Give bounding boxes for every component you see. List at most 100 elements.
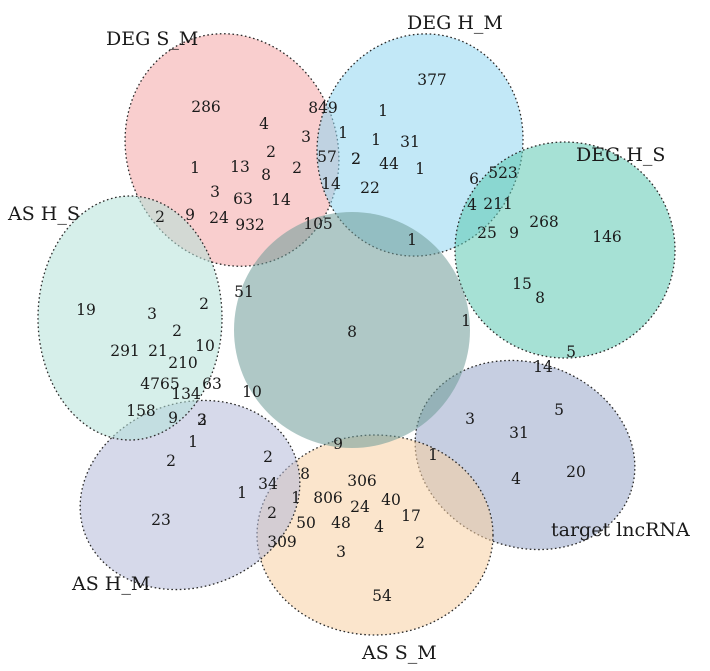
set-label-as-h-m: AS H_M [71, 573, 150, 595]
region-count: 1 [378, 102, 388, 120]
region-count: 158 [126, 402, 156, 420]
region-count: 1 [407, 231, 417, 249]
region-count: 134 [171, 385, 201, 403]
region-count: 306 [347, 472, 377, 490]
region-count: 2 [197, 411, 207, 429]
region-count: 1 [428, 446, 438, 464]
region-count: 4 [467, 196, 477, 214]
region-count: 63 [202, 375, 222, 393]
region-count: 1 [190, 159, 200, 177]
region-count: 10 [195, 337, 215, 355]
region-count: 21 [148, 342, 168, 360]
region-count: 2 [266, 143, 276, 161]
region-count: 286 [191, 98, 221, 116]
region-count: 54 [372, 587, 392, 605]
region-count: 8 [300, 465, 310, 483]
region-count: 23 [151, 511, 171, 529]
region-count: 3 [147, 305, 157, 323]
region-count: 13 [230, 158, 250, 176]
region-count: 3 [336, 543, 346, 561]
region-count: 1 [188, 433, 198, 451]
set-labels: DEG S_M DEG H_M DEG H_S target lncRNA AS… [7, 12, 690, 664]
region-count: 8 [261, 166, 271, 184]
set-petal-2 [454, 141, 676, 359]
set-petals [37, 33, 676, 636]
set-petal-4 [256, 434, 494, 636]
region-count: 2 [199, 295, 209, 313]
region-count: 268 [529, 213, 559, 231]
region-count: 210 [168, 354, 198, 372]
region-count: 14 [271, 191, 291, 209]
region-count: 5 [566, 343, 576, 361]
region-count: 4 [511, 470, 521, 488]
region-count: 14 [533, 358, 553, 376]
region-count: 849 [308, 99, 338, 117]
region-count: 57 [317, 148, 337, 166]
set-label-deg-h-s: DEG H_S [576, 144, 665, 166]
region-count: 4765 [140, 375, 179, 393]
region-count: 51 [234, 283, 254, 301]
region-count: 14 [321, 175, 341, 193]
region-count: 10 [242, 383, 262, 401]
region-count: 15 [512, 275, 532, 293]
region-count: 2 [263, 448, 273, 466]
region-count: 2 [172, 322, 182, 340]
region-count: 22 [360, 179, 380, 197]
region-count: 31 [400, 133, 420, 151]
region-count: 20 [566, 463, 586, 481]
region-count: 1 [371, 131, 381, 149]
region-count: 291 [110, 342, 140, 360]
region-count: 2 [155, 208, 165, 226]
region-count: 34 [258, 475, 278, 493]
count-center: 8 [347, 323, 357, 341]
region-count: 523 [488, 164, 518, 182]
region-count: 19 [76, 301, 96, 319]
region-count: 9 [509, 224, 519, 242]
region-count: 146 [592, 228, 622, 246]
region-count: 24 [350, 498, 370, 516]
region-count: 1 [461, 312, 471, 330]
region-count: 6 [469, 170, 479, 188]
region-count: 1 [415, 160, 425, 178]
region-count: 309 [267, 533, 297, 551]
region-count: 9 [168, 409, 178, 427]
region-count: 932 [235, 216, 265, 234]
region-count: 1 [291, 489, 301, 507]
set-label-target-lncrna: target lncRNA [551, 519, 690, 541]
set-label-deg-h-m: DEG H_M [407, 12, 503, 34]
region-count: 2 [267, 504, 277, 522]
set-petal-6 [37, 195, 223, 441]
set-petal-5 [79, 399, 301, 591]
region-count: 2 [415, 534, 425, 552]
region-count: 9 [185, 206, 195, 224]
region-count: 211 [483, 195, 513, 213]
region-count: 5 [554, 401, 564, 419]
region-count: 25 [477, 224, 497, 242]
region-count: 9 [333, 435, 343, 453]
region-count: 377 [417, 71, 447, 89]
region-count: 44 [379, 155, 399, 173]
region-count: 2 [351, 150, 361, 168]
region-count: 3 [465, 410, 475, 428]
region-count: 4 [374, 518, 384, 536]
region-count: 2 [292, 159, 302, 177]
region-count: 1 [338, 124, 348, 142]
region-count: 8 [535, 289, 545, 307]
region-count: 50 [296, 514, 316, 532]
region-count: 4 [259, 115, 269, 133]
region-count: 31 [509, 424, 529, 442]
region-count: 63 [233, 190, 253, 208]
region-count: 48 [331, 514, 351, 532]
region-count: 2 [351, 150, 361, 168]
set-label-as-s-m: AS S_M [361, 642, 437, 664]
set-label-as-h-s: AS H_S [7, 203, 80, 225]
region-count: 3 [301, 128, 311, 146]
region-counts: 8 286 4 849 3 1 2 57 2 8 13 2 14 1 3 63 … [76, 71, 622, 605]
center-overlap [234, 212, 470, 448]
region-count: 3 [210, 183, 220, 201]
region-count: 2 [166, 452, 176, 470]
region-count: 1 [237, 484, 247, 502]
region-count: 806 [313, 489, 343, 507]
region-count: 3 [197, 411, 207, 429]
